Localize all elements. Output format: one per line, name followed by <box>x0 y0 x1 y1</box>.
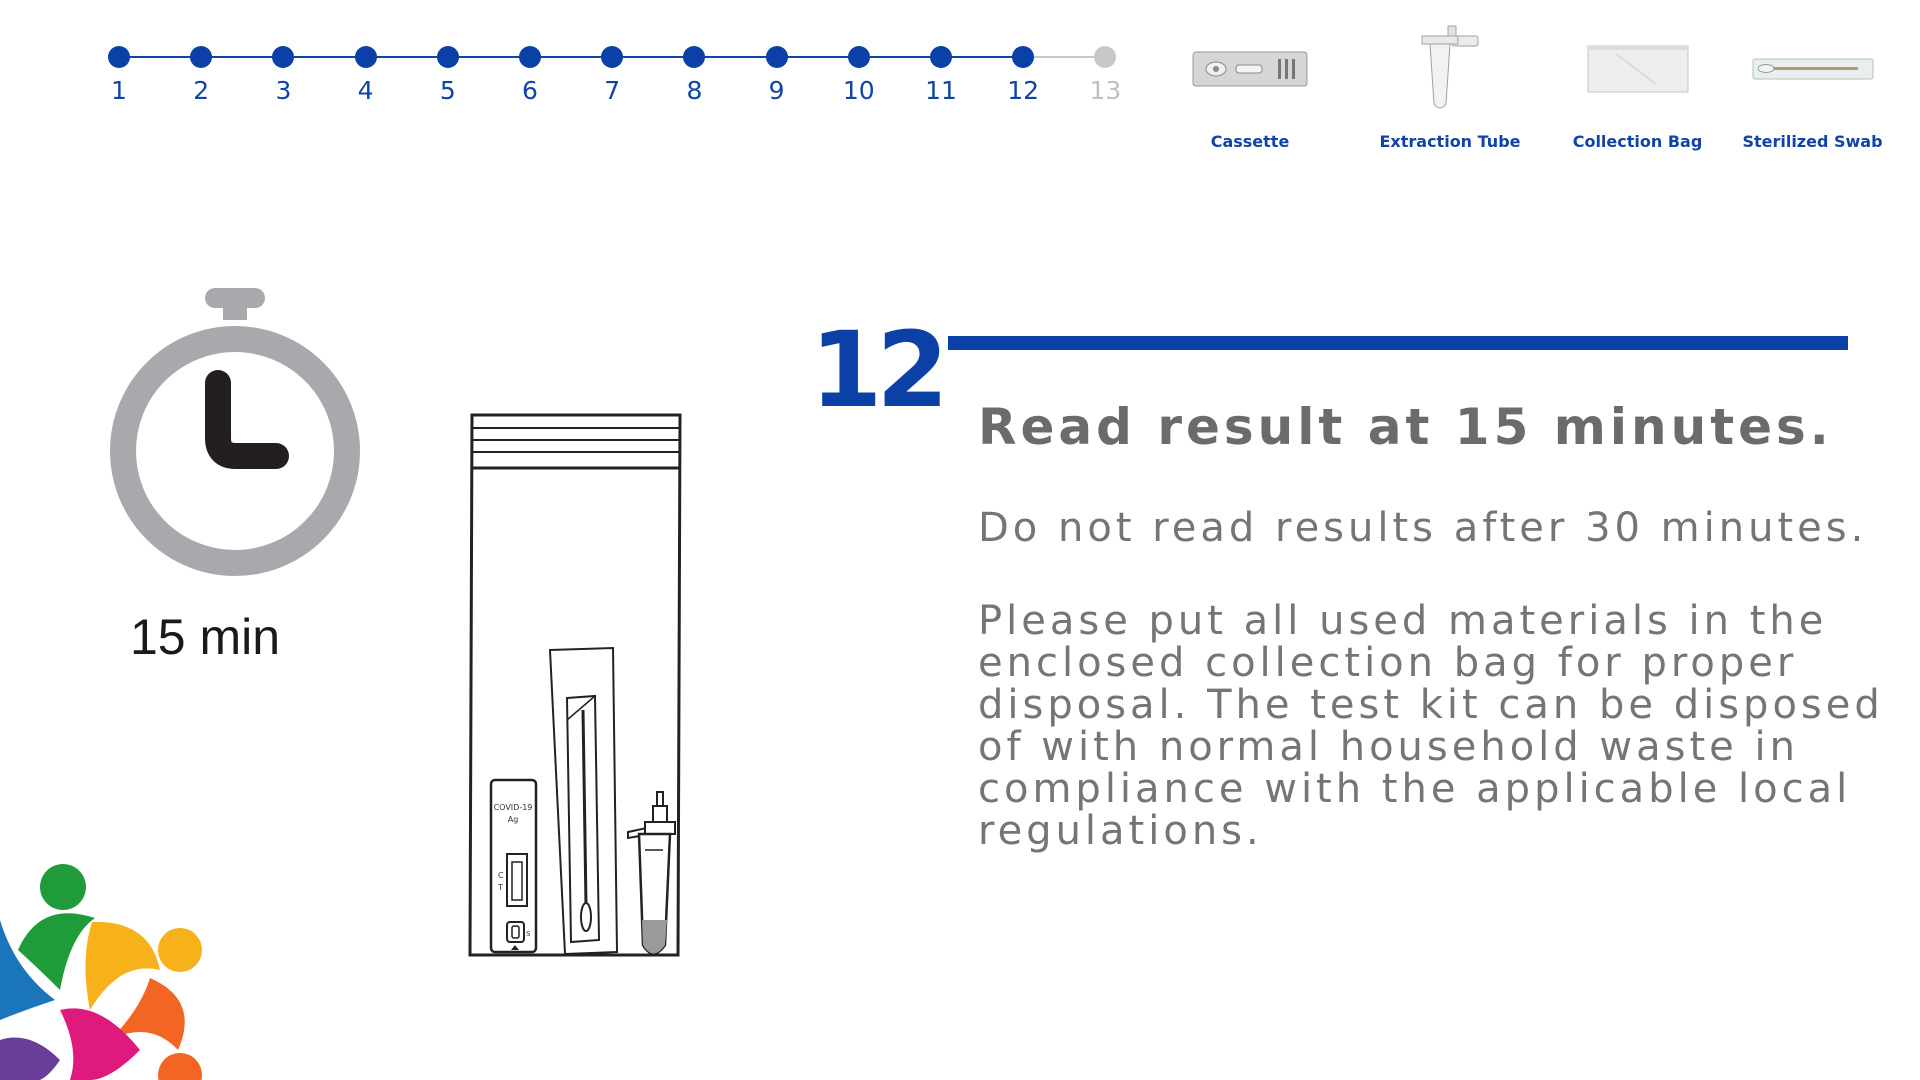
cassette-name-text: COVID-19 <box>494 803 533 812</box>
kit-item-label: Collection Bag <box>1572 132 1703 151</box>
sterilized-swab-icon <box>1752 58 1873 80</box>
progress-track-remaining <box>1023 56 1106 58</box>
progress-step-number: 2 <box>193 76 210 105</box>
extraction-tube-icon <box>1421 25 1479 109</box>
kit-item-cassette: Cassette <box>1185 28 1315 151</box>
kit-item-sterilized-swab: Sterilized Swab <box>1735 28 1890 151</box>
progress-step-number: 4 <box>357 76 374 105</box>
progress-step-dot <box>190 46 213 68</box>
cassette-t-mark: T <box>497 883 503 892</box>
progress-step-dot <box>272 46 295 68</box>
timer-label: 15 min <box>130 609 281 665</box>
instruction-warning: Do not read results after 30 minutes. <box>978 505 1868 551</box>
progress-step-number: 11 <box>925 76 957 105</box>
progress-step-dot <box>519 46 541 68</box>
progress-step-dot <box>601 46 624 68</box>
progress-step-8: 8 <box>682 46 706 105</box>
step-number: 12 <box>810 309 949 431</box>
collection-bag-icon <box>1587 45 1688 93</box>
kit-item-collection-bag: Collection Bag <box>1565 28 1710 151</box>
disposal-bag-illustration: COVID-19 Ag C T S <box>468 413 682 957</box>
progress-step-5: 5 <box>436 46 460 105</box>
progress-step-dot <box>108 46 130 68</box>
progress-step-9: 9 <box>765 46 789 105</box>
progress-step-dot <box>847 46 870 68</box>
instruction-title: Read result at 15 minutes. <box>978 398 1833 456</box>
progress-step-12: 12 <box>1007 46 1039 105</box>
progress-step-number: 12 <box>1007 76 1040 105</box>
progress-step-number: 3 <box>275 76 292 105</box>
kit-item-label: Extraction Tube <box>1379 132 1521 151</box>
progress-step-10: 10 <box>843 46 875 105</box>
cassette-type-text: Ag <box>508 815 519 824</box>
progress-step-number: 10 <box>842 76 875 105</box>
progress-step-number: 6 <box>522 76 538 105</box>
cassette-icon <box>1192 51 1308 87</box>
progress-step-4: 4 <box>354 46 378 105</box>
progress-step-number: 1 <box>111 76 127 105</box>
progress-step-2: 2 <box>189 46 213 105</box>
progress-step-dot <box>1012 46 1035 68</box>
heading-rule <box>948 336 1848 350</box>
progress-step-6: 6 <box>518 46 542 105</box>
progress-step-7: 7 <box>600 46 624 105</box>
kit-item-label: Sterilized Swab <box>1742 132 1883 151</box>
progress-step-dot <box>765 46 788 68</box>
kit-item-label: Cassette <box>1210 132 1290 151</box>
progress-step-1: 1 <box>107 46 131 105</box>
progress-step-dot <box>683 46 706 68</box>
progress-step-3: 3 <box>271 46 295 105</box>
progress-step-number: 9 <box>768 76 785 105</box>
instruction-body: Please put all used materials in the enc… <box>978 598 1884 854</box>
progress-step-dot <box>354 46 377 68</box>
progress-step-dot <box>930 46 952 68</box>
progress-step-number: 13 <box>1089 76 1122 105</box>
progress-track-complete <box>119 56 1024 58</box>
progress-step-dot <box>436 46 459 68</box>
stopwatch-icon <box>110 288 360 576</box>
progress-step-number: 8 <box>686 76 703 105</box>
kit-item-extraction-tube: Extraction Tube <box>1370 25 1530 151</box>
progress-step-dot <box>1094 46 1117 68</box>
progress-step-number: 7 <box>604 76 621 105</box>
progress-step-number: 5 <box>439 76 456 105</box>
cassette-s-mark: S <box>526 930 531 938</box>
brand-logo <box>0 864 202 1080</box>
cassette-c-mark: C <box>498 871 504 880</box>
progress-step-11: 11 <box>925 46 957 105</box>
progress-step-13: 13 <box>1089 46 1121 105</box>
